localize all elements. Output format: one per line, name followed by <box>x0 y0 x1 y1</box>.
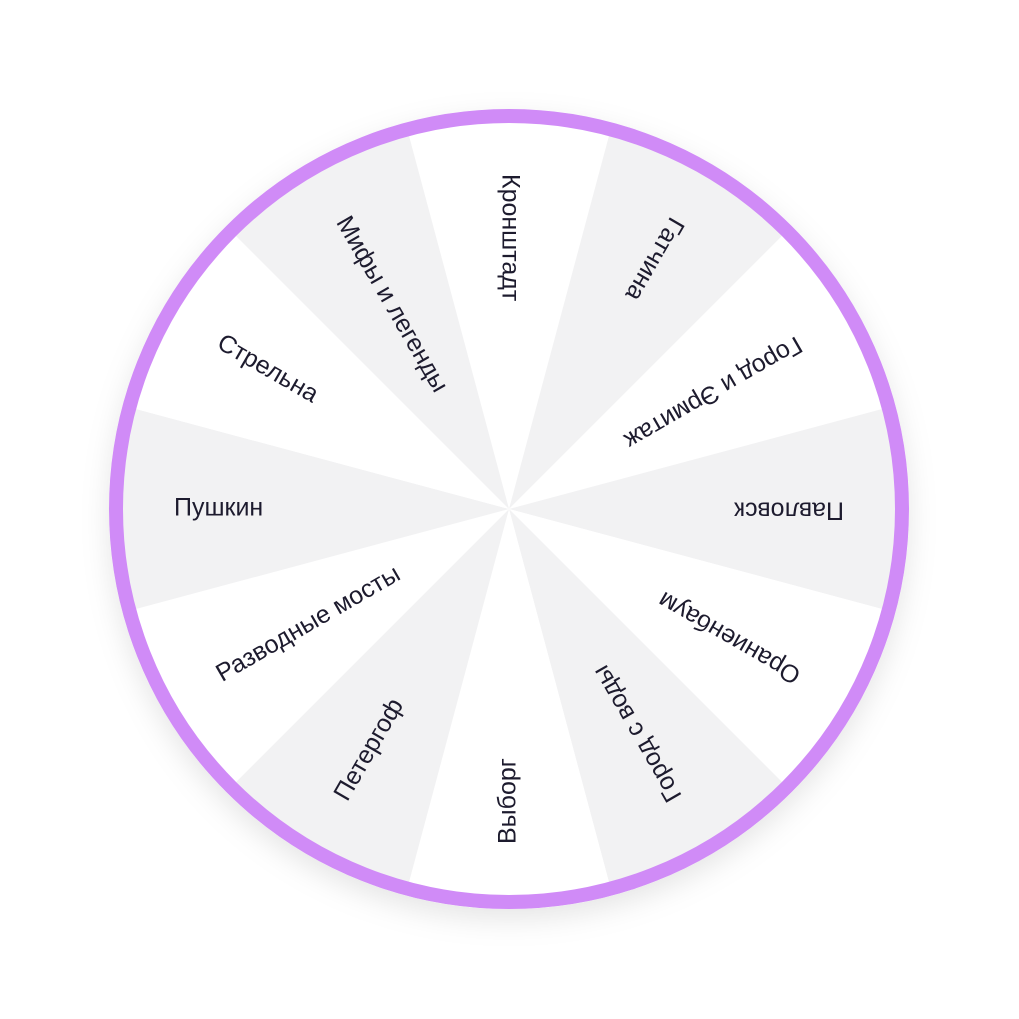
wheel-segments <box>115 115 903 903</box>
wheel-segment-label: Кронштадт <box>496 174 524 302</box>
wheel-segment[interactable] <box>231 129 510 509</box>
wheel-segment-label: Павловск <box>733 496 844 524</box>
wheel-segment[interactable] <box>407 115 611 509</box>
wheel-segment[interactable] <box>509 407 903 611</box>
wheel-segment[interactable] <box>509 509 889 787</box>
wheel-segment[interactable] <box>129 509 509 787</box>
wheel-segment-label: Выборг <box>494 758 522 844</box>
wheel-segment[interactable] <box>115 407 509 611</box>
wheel-segment[interactable] <box>509 509 787 889</box>
wheel-segment[interactable] <box>509 129 787 509</box>
wheel-segment[interactable] <box>509 231 889 510</box>
wheel-segment[interactable] <box>231 509 510 889</box>
wheel-segment[interactable] <box>129 231 509 510</box>
wheel-segment-label: Пушкин <box>174 494 263 522</box>
wheel-rim <box>109 109 909 909</box>
wheel-segment[interactable] <box>407 509 611 903</box>
